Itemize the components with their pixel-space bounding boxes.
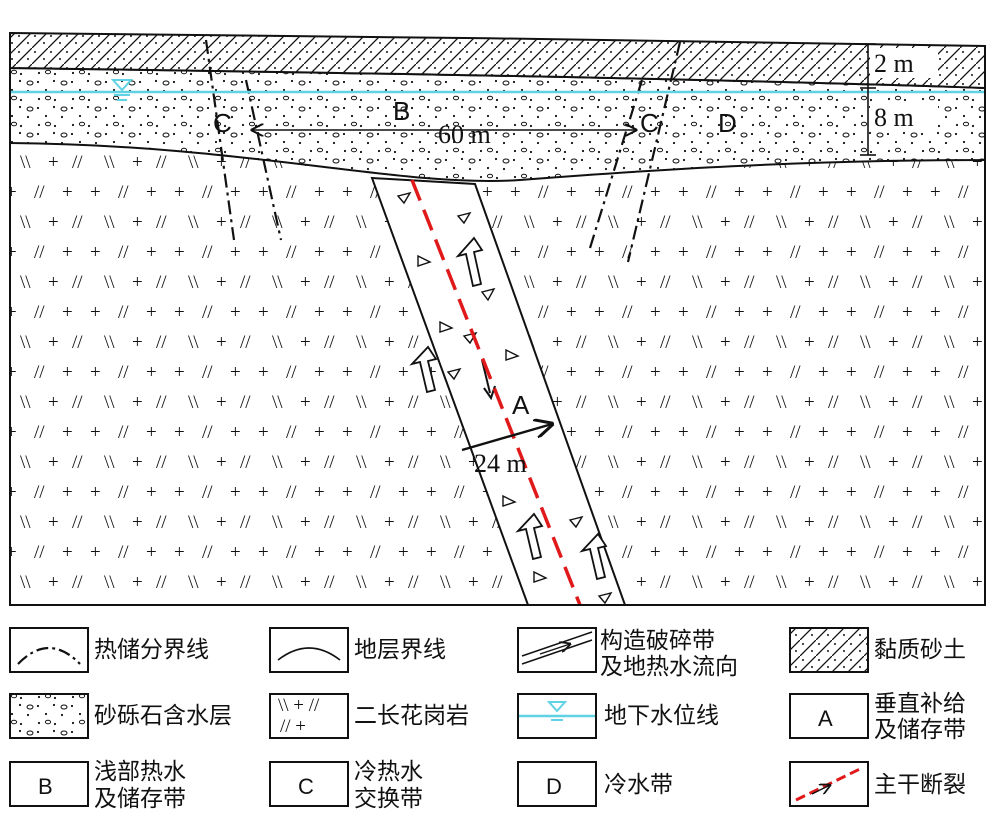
legend-item-clayey-sand: 黏质砂土 xyxy=(789,627,966,673)
svg-text:及地热水流向: 及地热水流向 xyxy=(600,654,738,680)
svg-text:构造破碎带: 构造破碎带 xyxy=(600,628,715,654)
legend-item-main-fault: 主干断裂 xyxy=(789,761,966,807)
svg-text:砂砾石含水层: 砂砾石含水层 xyxy=(94,703,232,729)
svg-text:交换带: 交换带 xyxy=(354,786,423,812)
zone-c-left-label: C xyxy=(213,108,232,138)
legend-item-zone-d: D 冷水带 xyxy=(517,761,673,807)
fracture-width-arrow xyxy=(461,424,552,452)
water-table-symbol xyxy=(110,79,134,101)
svg-text:\\ + //: \\ + // xyxy=(278,695,320,716)
svg-text:B: B xyxy=(38,774,53,799)
legend-item-zone-a: A 垂直补给 及储存带 xyxy=(789,691,966,743)
svg-text:热储分界线: 热储分界线 xyxy=(94,637,209,663)
reservoir-boundaries xyxy=(204,39,682,263)
legend: 热储分界线 地层界线 构造破碎带 及地热水流向 黏质砂土 砂砾石含水层 xyxy=(9,627,966,812)
legend-item-granite: \\ + // // + 二长花岗岩 xyxy=(269,693,469,739)
section-frame xyxy=(9,33,986,606)
svg-text:冷水带: 冷水带 xyxy=(604,772,673,798)
legend-item-zone-c: C 冷热水 交换带 xyxy=(269,759,423,812)
svg-text:主干断裂: 主干断裂 xyxy=(874,772,966,798)
svg-text:及储存带: 及储存带 xyxy=(874,717,966,743)
svg-text:// +: // + xyxy=(280,716,306,737)
zone-b-label: B xyxy=(393,96,410,126)
fracture-width-label: 24 m xyxy=(474,449,527,478)
legend-item-water-table: 地下水位线 xyxy=(517,693,719,739)
zone-d-label: D xyxy=(718,108,737,138)
svg-text:地下水位线: 地下水位线 xyxy=(604,703,719,729)
svg-text:冷热水: 冷热水 xyxy=(354,759,423,785)
legend-item-stratum-boundary: 地层界线 xyxy=(269,627,446,673)
zone-b-width-label: 60 m xyxy=(438,120,491,149)
svg-text:黏质砂土: 黏质砂土 xyxy=(874,637,966,663)
svg-text:垂直补给: 垂直补给 xyxy=(874,691,966,717)
svg-text:浅部热水: 浅部热水 xyxy=(94,759,186,785)
svg-text:及储存带: 及储存带 xyxy=(94,786,186,812)
breccia-triangles xyxy=(396,191,613,605)
zone-c-right-label: C xyxy=(640,108,659,138)
svg-text:二长花岗岩: 二长花岗岩 xyxy=(354,703,469,729)
legend-item-reservoir-boundary: 热储分界线 xyxy=(9,627,209,673)
cross-section: 2 m 8 m 60 m 24 m C B C D A xyxy=(9,31,986,606)
clay-thickness-label: 2 m xyxy=(874,49,914,78)
zone-a-label: A xyxy=(512,390,530,420)
svg-text:D: D xyxy=(546,774,562,799)
legend-item-sandy-gravel: 砂砾石含水层 xyxy=(9,693,232,739)
legend-item-fracture-zone: 构造破碎带 及地热水流向 xyxy=(517,627,738,680)
svg-text:地层界线: 地层界线 xyxy=(354,637,446,663)
legend-item-zone-b: B 浅部热水 及储存带 xyxy=(9,759,186,812)
aquifer-thickness-label: 8 m xyxy=(874,103,914,132)
svg-text:A: A xyxy=(818,706,833,731)
svg-text:C: C xyxy=(298,774,314,799)
thickness-dimension xyxy=(860,43,876,156)
main-fault-line xyxy=(410,179,582,606)
geothermal-flow-arrows xyxy=(409,236,608,581)
